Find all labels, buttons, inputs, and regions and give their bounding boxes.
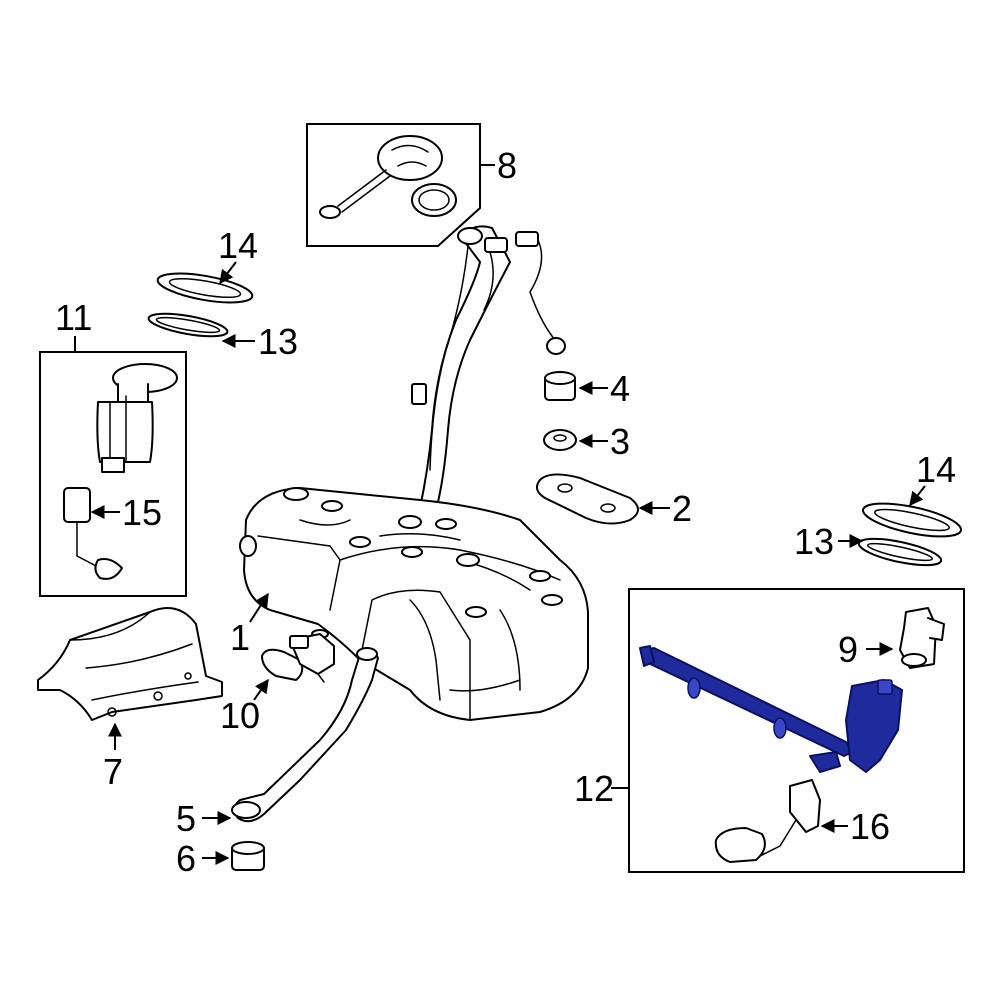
callout-6-label: 6 bbox=[176, 838, 196, 879]
callout-13-right-label: 13 bbox=[794, 521, 834, 562]
heat-shield[interactable] bbox=[37, 607, 223, 721]
fuel-pump-module-kit[interactable] bbox=[39, 351, 187, 597]
callout-9-label: 9 bbox=[838, 629, 858, 670]
sensor-kit-box bbox=[628, 588, 965, 873]
seal-ring-right[interactable] bbox=[857, 533, 943, 570]
fuel-level-sensor-highlighted[interactable] bbox=[639, 645, 903, 773]
callout-8-label: 8 bbox=[497, 145, 517, 186]
callout-3: 3 bbox=[578, 421, 630, 462]
washer-3[interactable] bbox=[543, 429, 577, 451]
callout-2-label: 2 bbox=[672, 488, 692, 529]
callout-9: 9 bbox=[838, 629, 894, 670]
callout-3-label: 3 bbox=[610, 421, 630, 462]
float-arm-16[interactable] bbox=[714, 779, 821, 863]
callout-12-label: 12 bbox=[574, 768, 614, 809]
callout-13-right: 13 bbox=[794, 521, 864, 562]
callout-1-label: 1 bbox=[230, 617, 250, 658]
callout-5: 5 bbox=[176, 798, 232, 839]
callout-10-label: 10 bbox=[220, 695, 260, 736]
tank-strap[interactable] bbox=[231, 647, 379, 823]
callout-16: 16 bbox=[820, 806, 890, 847]
callout-14-right-label: 14 bbox=[916, 449, 956, 490]
callout-12: 12 bbox=[574, 768, 629, 809]
callout-10: 10 bbox=[220, 678, 269, 736]
filler-neck[interactable] bbox=[411, 225, 566, 511]
callout-15-label: 15 bbox=[122, 492, 162, 533]
vent-valve[interactable] bbox=[261, 633, 335, 683]
fuel-tank[interactable] bbox=[239, 487, 589, 721]
callout-11: 11 bbox=[55, 297, 92, 352]
callout-14-left-label: 14 bbox=[218, 225, 258, 266]
nut-6[interactable] bbox=[231, 841, 265, 871]
lock-ring-left[interactable] bbox=[156, 268, 255, 308]
seal-ring-left[interactable] bbox=[147, 309, 229, 341]
callout-15: 15 bbox=[90, 492, 162, 533]
nut-4[interactable] bbox=[544, 371, 576, 401]
callout-13-left-label: 13 bbox=[258, 321, 298, 362]
callout-7: 7 bbox=[103, 722, 123, 792]
callout-6: 6 bbox=[176, 838, 230, 879]
callout-4: 4 bbox=[578, 368, 630, 409]
fuel-cap-kit[interactable] bbox=[306, 123, 481, 247]
connector-9[interactable] bbox=[899, 607, 945, 669]
callout-8: 8 bbox=[480, 145, 517, 186]
callout-14-right: 14 bbox=[909, 449, 956, 507]
callout-2: 2 bbox=[638, 488, 692, 529]
callout-11-label: 11 bbox=[55, 297, 92, 338]
callout-7-label: 7 bbox=[103, 751, 123, 792]
callout-14-left: 14 bbox=[218, 225, 258, 285]
lock-ring-right[interactable] bbox=[860, 497, 963, 543]
callout-5-label: 5 bbox=[176, 798, 196, 839]
callout-16-label: 16 bbox=[850, 806, 890, 847]
callout-4-label: 4 bbox=[610, 368, 630, 409]
callout-13-left: 13 bbox=[221, 321, 298, 362]
callout-1: 1 bbox=[230, 592, 269, 658]
pad-2[interactable] bbox=[535, 473, 639, 525]
